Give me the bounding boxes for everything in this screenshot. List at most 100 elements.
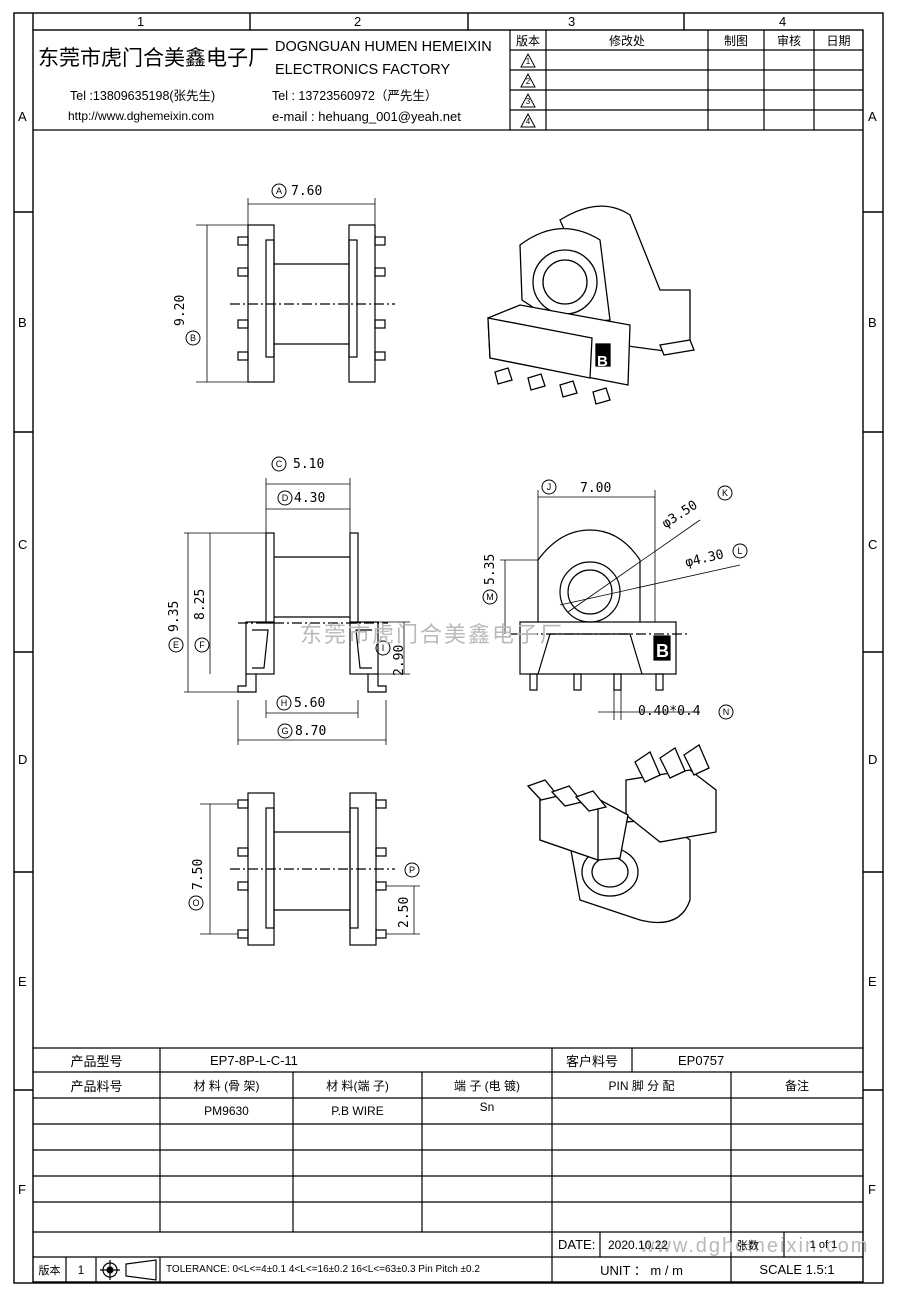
dimension-bubble-letters: A B C D E F I H G J K L M N O P xyxy=(173,186,743,908)
material-frame-value: PM9630 xyxy=(204,1104,249,1118)
row-label-c-left: C xyxy=(18,537,28,552)
isometric-view-2 xyxy=(526,744,717,924)
side-view xyxy=(500,490,741,720)
material-pin-value: P.B WIRE xyxy=(331,1104,384,1118)
row-label-d-right: D xyxy=(868,752,878,767)
svg-text:L: L xyxy=(737,546,742,556)
row-label-f-right: F xyxy=(868,1182,876,1197)
dim-i: 2.90 xyxy=(392,644,407,676)
plating-label: 端 子 (电 镀) xyxy=(454,1078,520,1093)
remarks-label: 备注 xyxy=(784,1078,809,1093)
row-label-a-left: A xyxy=(18,109,27,124)
product-model-value: EP7-8P-L-C-11 xyxy=(210,1052,298,1068)
version-label: 版本 xyxy=(38,1264,61,1277)
svg-text:B: B xyxy=(190,333,196,343)
iso-part-mark-1: B xyxy=(597,353,608,370)
svg-text:C: C xyxy=(276,459,283,469)
company-name-en-1: DOGNGUAN HUMEN HEMEIXIN xyxy=(275,39,492,55)
version-value: 1 xyxy=(77,1262,85,1277)
dim-c: 5.10 xyxy=(293,457,325,472)
dim-a: 7.60 xyxy=(291,184,323,199)
rev-row-4: 4 xyxy=(525,117,531,126)
rev-header-change: 修改处 xyxy=(608,33,645,48)
isometric-view-1 xyxy=(487,205,695,405)
dim-m: 5.35 xyxy=(483,553,498,585)
customer-model-label: 客户料号 xyxy=(565,1053,618,1069)
dim-n: 0.40*0.4 xyxy=(638,704,701,719)
row-label-f-left: F xyxy=(18,1182,26,1197)
unit-label: UNIT ： m / m xyxy=(600,1263,683,1278)
top-view xyxy=(196,198,395,383)
scale-label: SCALE 1.5:1 xyxy=(759,1262,835,1277)
company-name-en-2: ELECTRONICS FACTORY xyxy=(275,62,451,78)
company-email[interactable]: e-mail : hehuang_001@yeah.net xyxy=(272,109,461,124)
dim-b: 9.20 xyxy=(173,294,188,326)
col-label-2: 2 xyxy=(354,14,362,29)
svg-text:M: M xyxy=(486,592,494,602)
side-part-mark: B xyxy=(656,641,669,661)
row-label-a-right: A xyxy=(868,109,877,124)
company-tel-2: Tel : 13723560972（严先生） xyxy=(272,89,438,103)
rev-row-2: 2 xyxy=(525,77,531,86)
sheet-value: 1 of 1 xyxy=(809,1238,838,1251)
material-pin-label: 材 料(端 子) xyxy=(326,1078,389,1093)
dim-p: 2.50 xyxy=(397,896,412,928)
dim-d: 4.30 xyxy=(294,491,326,506)
pin-assign-label: PIN 脚 分 配 xyxy=(608,1078,675,1093)
dim-g: 8.70 xyxy=(295,724,327,739)
dimension-bubbles xyxy=(168,183,748,911)
sheet-label: 张数 xyxy=(737,1239,759,1252)
dim-f: 8.25 xyxy=(193,588,208,620)
row-label-b-right: B xyxy=(868,315,877,330)
svg-text:J: J xyxy=(547,482,552,492)
rev-row-1: 1 xyxy=(525,57,531,66)
row-label-e-left: E xyxy=(18,974,27,989)
svg-text:E: E xyxy=(173,640,179,650)
svg-text:O: O xyxy=(192,898,199,908)
svg-text:A: A xyxy=(276,186,282,196)
material-frame-label: 材 料 (骨 架) xyxy=(193,1078,260,1093)
part-mark: B xyxy=(657,642,658,643)
customer-model-value: EP0757 xyxy=(678,1052,725,1068)
row-label-b-left: B xyxy=(18,315,27,330)
bottom-view xyxy=(200,792,420,946)
watermark-bottom: www.dghemeixin.com xyxy=(640,1235,870,1257)
title-block xyxy=(33,1047,863,1282)
plating-value: Sn xyxy=(479,1100,495,1114)
company-name-cn: 东莞市虎门合美鑫电子厂 xyxy=(38,46,269,70)
col-label-3: 3 xyxy=(568,14,576,29)
col-label-1: 1 xyxy=(137,14,145,29)
watermark-center: 东莞市虎门合美鑫电子厂 xyxy=(300,622,565,647)
svg-text:F: F xyxy=(199,640,205,650)
header-block xyxy=(33,30,863,131)
dim-j: 7.00 xyxy=(580,481,612,496)
product-model-label: 产品型号 xyxy=(70,1053,123,1069)
company-tel-1: Tel :13809635198(张先生) xyxy=(70,89,216,103)
dim-h: 5.60 xyxy=(294,696,326,711)
rev-row-3: 3 xyxy=(525,97,531,106)
date-value: 2020.10.22 xyxy=(608,1237,669,1252)
svg-text:I: I xyxy=(382,643,385,653)
row-label-d-left: D xyxy=(18,752,28,767)
rev-header-check: 审核 xyxy=(776,33,801,48)
date-label: DATE: xyxy=(558,1237,596,1252)
revision-triangles xyxy=(520,52,536,128)
company-website[interactable]: http://www.dghemeixin.com xyxy=(68,109,215,123)
projection-symbol-icon xyxy=(100,1259,157,1281)
front-view xyxy=(184,478,410,745)
sheet-frame xyxy=(13,12,884,1284)
rev-header-version: 版本 xyxy=(515,33,540,48)
dim-o: 7.50 xyxy=(191,858,206,890)
rev-header-date: 日期 xyxy=(826,33,851,48)
svg-text:P: P xyxy=(409,865,415,875)
col-label-4: 4 xyxy=(779,14,787,29)
row-label-c-right: C xyxy=(868,537,878,552)
svg-text:D: D xyxy=(282,493,289,503)
svg-text:N: N xyxy=(723,707,730,717)
svg-text:H: H xyxy=(281,698,288,708)
row-label-e-right: E xyxy=(868,974,877,989)
rev-header-drawn: 制图 xyxy=(723,33,748,48)
dim-e: 9.35 xyxy=(167,600,182,632)
svg-text:K: K xyxy=(722,488,728,498)
